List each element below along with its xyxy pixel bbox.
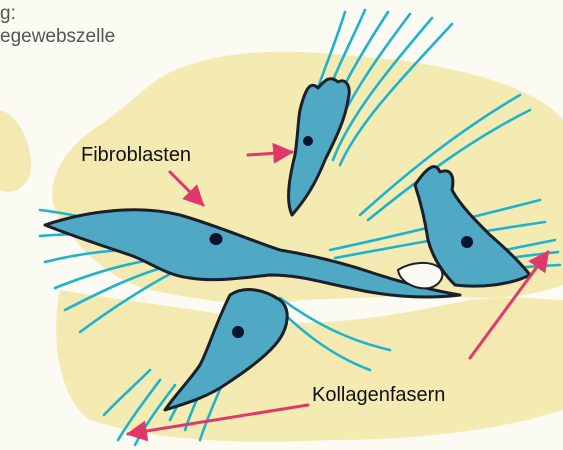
label-kollagenfasern: Kollagenfasern bbox=[312, 384, 445, 407]
nucleus-center bbox=[210, 233, 223, 245]
nucleus-right bbox=[461, 236, 473, 248]
caption-line-1: g: bbox=[0, 3, 16, 24]
nucleus-lower bbox=[232, 326, 244, 338]
caption-line-2: egewebszelle bbox=[0, 26, 115, 47]
caption: g: egewebszelle bbox=[0, 2, 115, 48]
label-fibroblasten: Fibroblasten bbox=[81, 144, 191, 167]
nucleus-upper bbox=[303, 136, 313, 146]
